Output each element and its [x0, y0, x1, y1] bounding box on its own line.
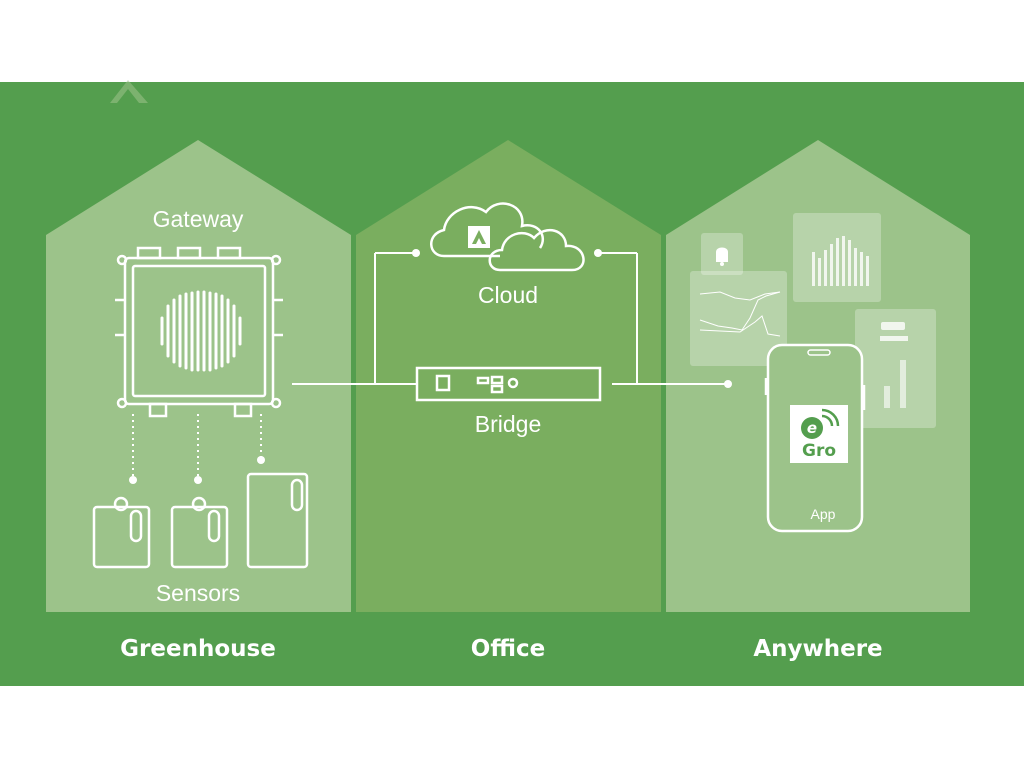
cloud-label: Cloud [477, 282, 539, 308]
bar-chart-card [793, 213, 881, 302]
gateway-icon [115, 246, 283, 418]
svg-text:e: e [807, 419, 817, 437]
sensor-connectors [129, 414, 265, 484]
logo-icon [110, 80, 148, 103]
cloud-icon [430, 202, 585, 272]
gateway-label: Gateway [152, 206, 244, 232]
connector-dot [594, 249, 602, 257]
house-office [356, 140, 661, 612]
sensor-icon [246, 472, 309, 569]
line-chart-card [690, 271, 787, 366]
sensors-label: Sensors [155, 580, 241, 606]
sensor-icon [92, 496, 151, 569]
sensor-icon [170, 496, 229, 569]
bridge-icon [415, 366, 602, 402]
section-title-office: Office [470, 636, 546, 662]
stats-card [855, 309, 936, 428]
section-title-greenhouse: Greenhouse [120, 636, 276, 662]
gro-logo-text: Gro [801, 441, 837, 461]
gateway-speaker-grille [160, 290, 242, 372]
bridge-label: Bridge [474, 411, 542, 437]
app-label: App [810, 506, 836, 522]
connector-dot [724, 380, 732, 388]
cloud-logo-icon [468, 226, 490, 248]
section-title-anywhere: Anywhere [753, 636, 883, 662]
network-connectors [292, 252, 728, 385]
connector-dot [412, 249, 420, 257]
notification-bell-icon [701, 233, 743, 275]
gro-app-icon: e [790, 405, 848, 463]
house-greenhouse [46, 140, 351, 612]
